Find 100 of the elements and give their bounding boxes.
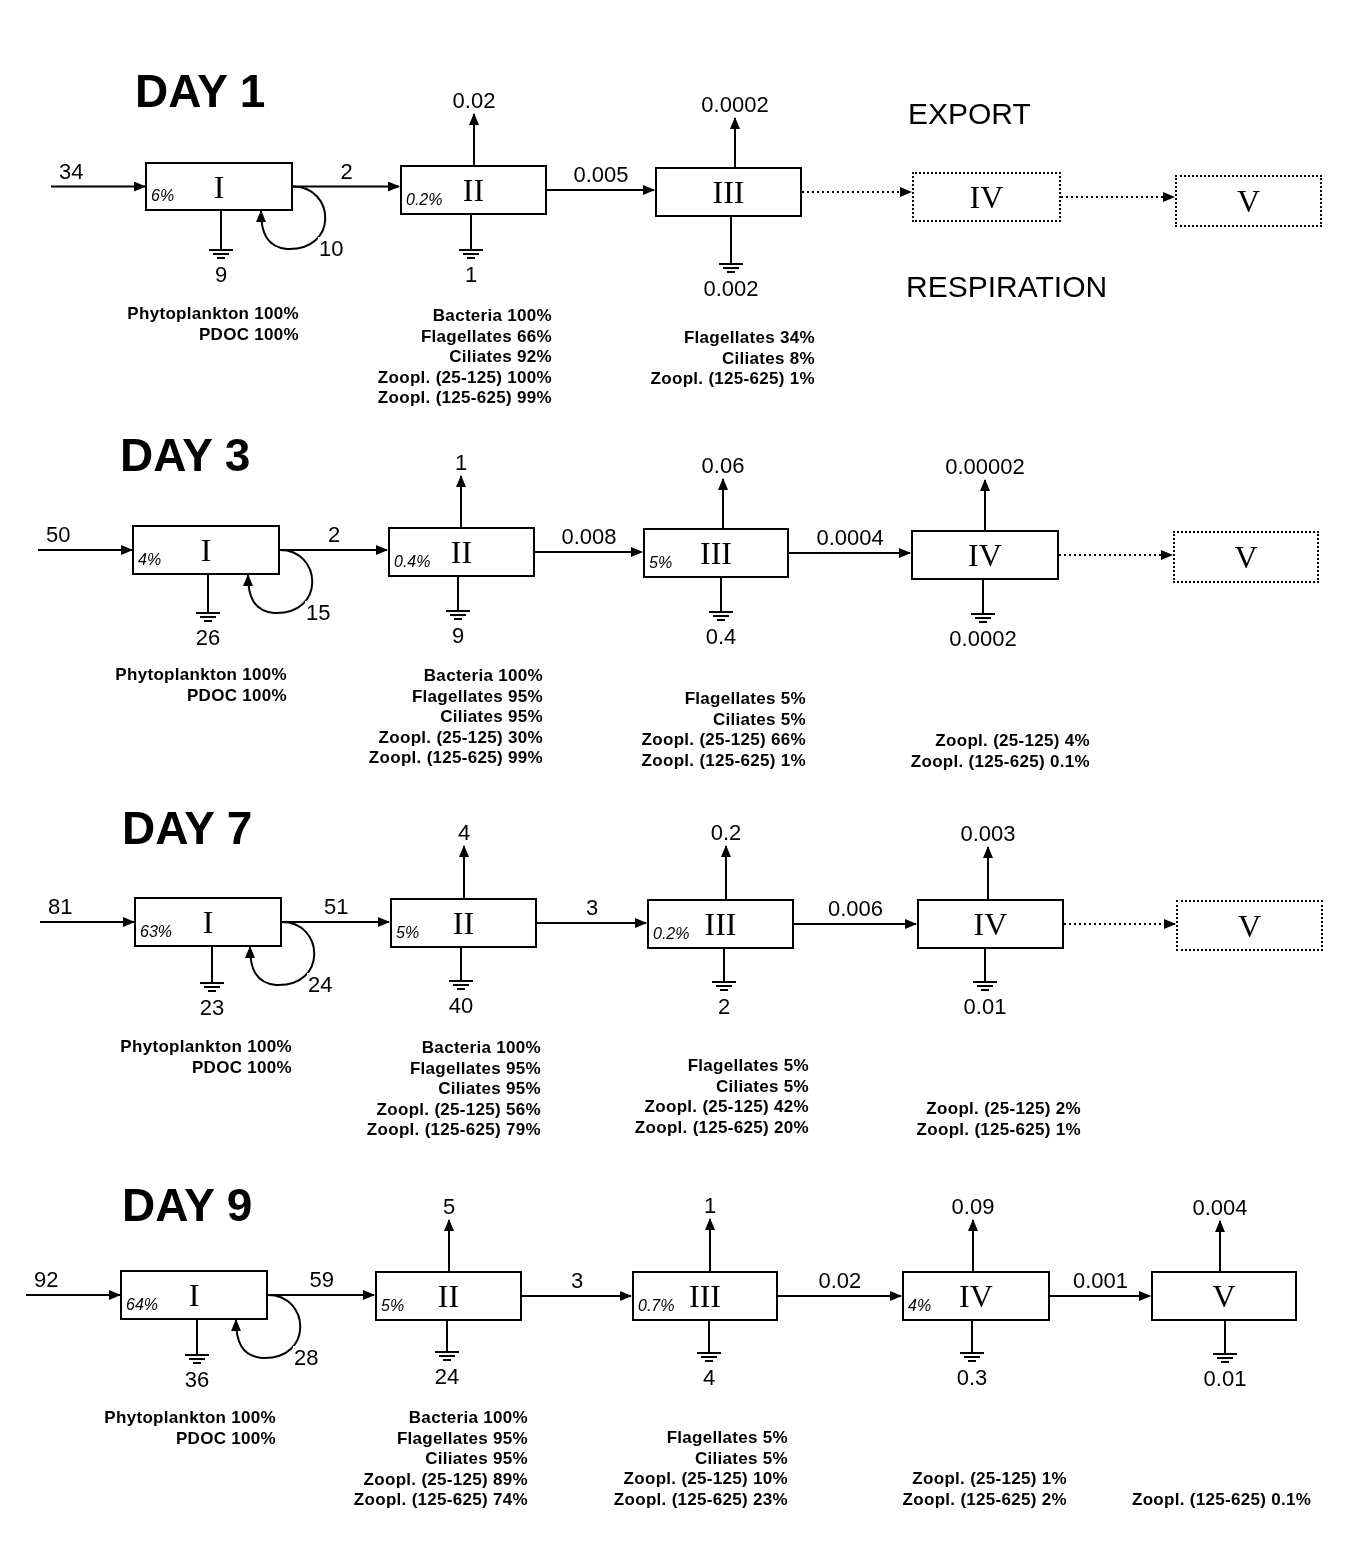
composition-entry: Flagellates 5% xyxy=(684,689,806,710)
efficiency-percentage: 5% xyxy=(396,924,420,942)
composition-entry: PDOC 100% xyxy=(191,1057,292,1078)
composition-entry: PDOC 100% xyxy=(198,324,299,345)
trophic-level-numeral: V xyxy=(1212,1279,1236,1313)
trophic-level-box xyxy=(375,1271,522,1321)
composition-entry: Zoopl. (125-625) 74% xyxy=(353,1490,528,1511)
trophic-level-box xyxy=(134,897,282,947)
composition-entry: Ciliates 95% xyxy=(438,1079,541,1100)
composition-entry: Zoopl. (25-125) 1% xyxy=(912,1469,1067,1490)
flow-arrow xyxy=(50,181,146,192)
composition-entry: Zoopl. (25-125) 66% xyxy=(641,730,806,751)
trophic-level-numeral: IV xyxy=(959,1279,993,1313)
trophic-level-box xyxy=(647,899,794,949)
composition-entry: Ciliates 92% xyxy=(449,347,552,368)
respiration-line xyxy=(972,948,998,991)
export-arrow xyxy=(718,478,728,529)
export-value: 0.003 xyxy=(960,822,1016,846)
export-arrow xyxy=(444,1219,454,1272)
export-value: 4 xyxy=(457,821,471,845)
composition-entry: Ciliates 8% xyxy=(721,348,815,369)
trophic-level-box xyxy=(912,172,1061,222)
composition-entry: Phytoplankton 100% xyxy=(127,304,299,325)
trophic-level-numeral: IV xyxy=(968,538,1002,572)
composition-entry: Zoopl. (125-625) 99% xyxy=(368,748,543,769)
trophic-level-numeral: I xyxy=(213,169,225,204)
export-arrow xyxy=(469,113,479,166)
respiration-line xyxy=(708,577,734,621)
trophic-level-numeral: V xyxy=(1234,540,1258,574)
export-value: 1 xyxy=(703,1194,717,1218)
respiration-line xyxy=(208,210,234,259)
trophic-level-box xyxy=(655,167,802,217)
composition-entry: Zoopl. (125-625) 1% xyxy=(650,369,815,390)
respiration-value: 1 xyxy=(464,263,478,287)
trophic-level-box xyxy=(1176,900,1323,951)
respiration-line xyxy=(445,576,471,620)
respiration-value: 0.01 xyxy=(1203,1367,1247,1391)
export-arrow xyxy=(705,1218,715,1272)
trophic-level-box xyxy=(643,528,789,578)
flow-arrow xyxy=(521,1291,632,1301)
composition-entry: Flagellates 95% xyxy=(411,686,543,707)
respiration-value: 26 xyxy=(195,626,221,650)
composition-entry: Ciliates 95% xyxy=(440,707,543,728)
efficiency-percentage: 0.4% xyxy=(394,553,431,571)
respiration-value: 24 xyxy=(434,1365,460,1389)
respiration-line xyxy=(195,574,221,622)
flow-arrow xyxy=(536,918,647,928)
efficiency-percentage: 63% xyxy=(140,923,173,941)
efficiency-percentage: 5% xyxy=(649,554,673,572)
trophic-level-numeral: V xyxy=(1236,184,1261,218)
composition-entry: Flagellates 95% xyxy=(396,1428,528,1449)
export-arrow xyxy=(1215,1220,1225,1272)
trophic-level-numeral: I xyxy=(202,905,214,939)
composition-entry: Ciliates 5% xyxy=(712,709,806,730)
export-value: 0.2 xyxy=(710,821,742,845)
composition-entry: Zoopl. (25-125) 10% xyxy=(623,1469,788,1490)
composition-entry: Zoopl. (25-125) 100% xyxy=(377,367,552,388)
efficiency-percentage: 6% xyxy=(151,187,175,205)
flow-arrow xyxy=(534,547,643,557)
composition-entry: Zoopl. (125-625) 20% xyxy=(634,1117,809,1138)
section-heading: EXPORT xyxy=(908,97,1031,131)
composition-entry: PDOC 100% xyxy=(186,685,287,706)
respiration-value: 23 xyxy=(199,996,225,1020)
trophic-level-box xyxy=(388,527,535,577)
efficiency-percentage: 0.7% xyxy=(638,1297,675,1315)
composition-entry: Zoopl. (125-625) 1% xyxy=(916,1119,1081,1140)
loop-arrow xyxy=(256,185,327,250)
trophic-level-box xyxy=(1175,175,1322,227)
respiration-value: 0.01 xyxy=(963,995,1007,1019)
trophic-level-box xyxy=(917,899,1064,949)
composition-entry: Zoopl. (25-125) 4% xyxy=(935,731,1090,752)
composition-entry: Zoopl. (25-125) 30% xyxy=(378,727,543,748)
respiration-value: 4 xyxy=(702,1366,716,1390)
trophic-level-box xyxy=(632,1271,778,1321)
respiration-value: 0.4 xyxy=(705,625,737,649)
composition-entry: Flagellates 95% xyxy=(409,1058,541,1079)
loop-arrow xyxy=(231,1294,302,1359)
respiration-value: 2 xyxy=(717,995,731,1019)
composition-entry: Ciliates 5% xyxy=(694,1448,788,1469)
day-heading: DAY 1 xyxy=(135,66,266,116)
export-arrow xyxy=(983,846,993,900)
export-value: 0.09 xyxy=(951,1195,995,1219)
composition-entry: Zoopl. (125-625) 0.1% xyxy=(910,751,1090,772)
composition-entry: Ciliates 95% xyxy=(425,1449,528,1470)
export-value: 0.0002 xyxy=(701,93,769,117)
trophic-level-box xyxy=(120,1270,268,1320)
composition-entry: Flagellates 5% xyxy=(687,1056,809,1077)
export-arrow xyxy=(459,845,469,899)
composition-entry: Zoopl. (125-625) 1% xyxy=(641,750,806,771)
day-heading: DAY 9 xyxy=(122,1180,253,1230)
export-value: 1 xyxy=(454,451,468,475)
trophic-level-numeral: IV xyxy=(973,907,1008,941)
respiration-line xyxy=(184,1319,210,1364)
composition-entry: Bacteria 100% xyxy=(421,1038,541,1059)
trophic-level-box xyxy=(1151,1271,1297,1321)
flow-arrow xyxy=(777,1291,902,1301)
dotted-arrow xyxy=(1060,192,1175,202)
respiration-line xyxy=(1212,1320,1238,1363)
efficiency-percentage: 5% xyxy=(381,1297,405,1315)
trophic-level-numeral: III xyxy=(689,1279,721,1313)
